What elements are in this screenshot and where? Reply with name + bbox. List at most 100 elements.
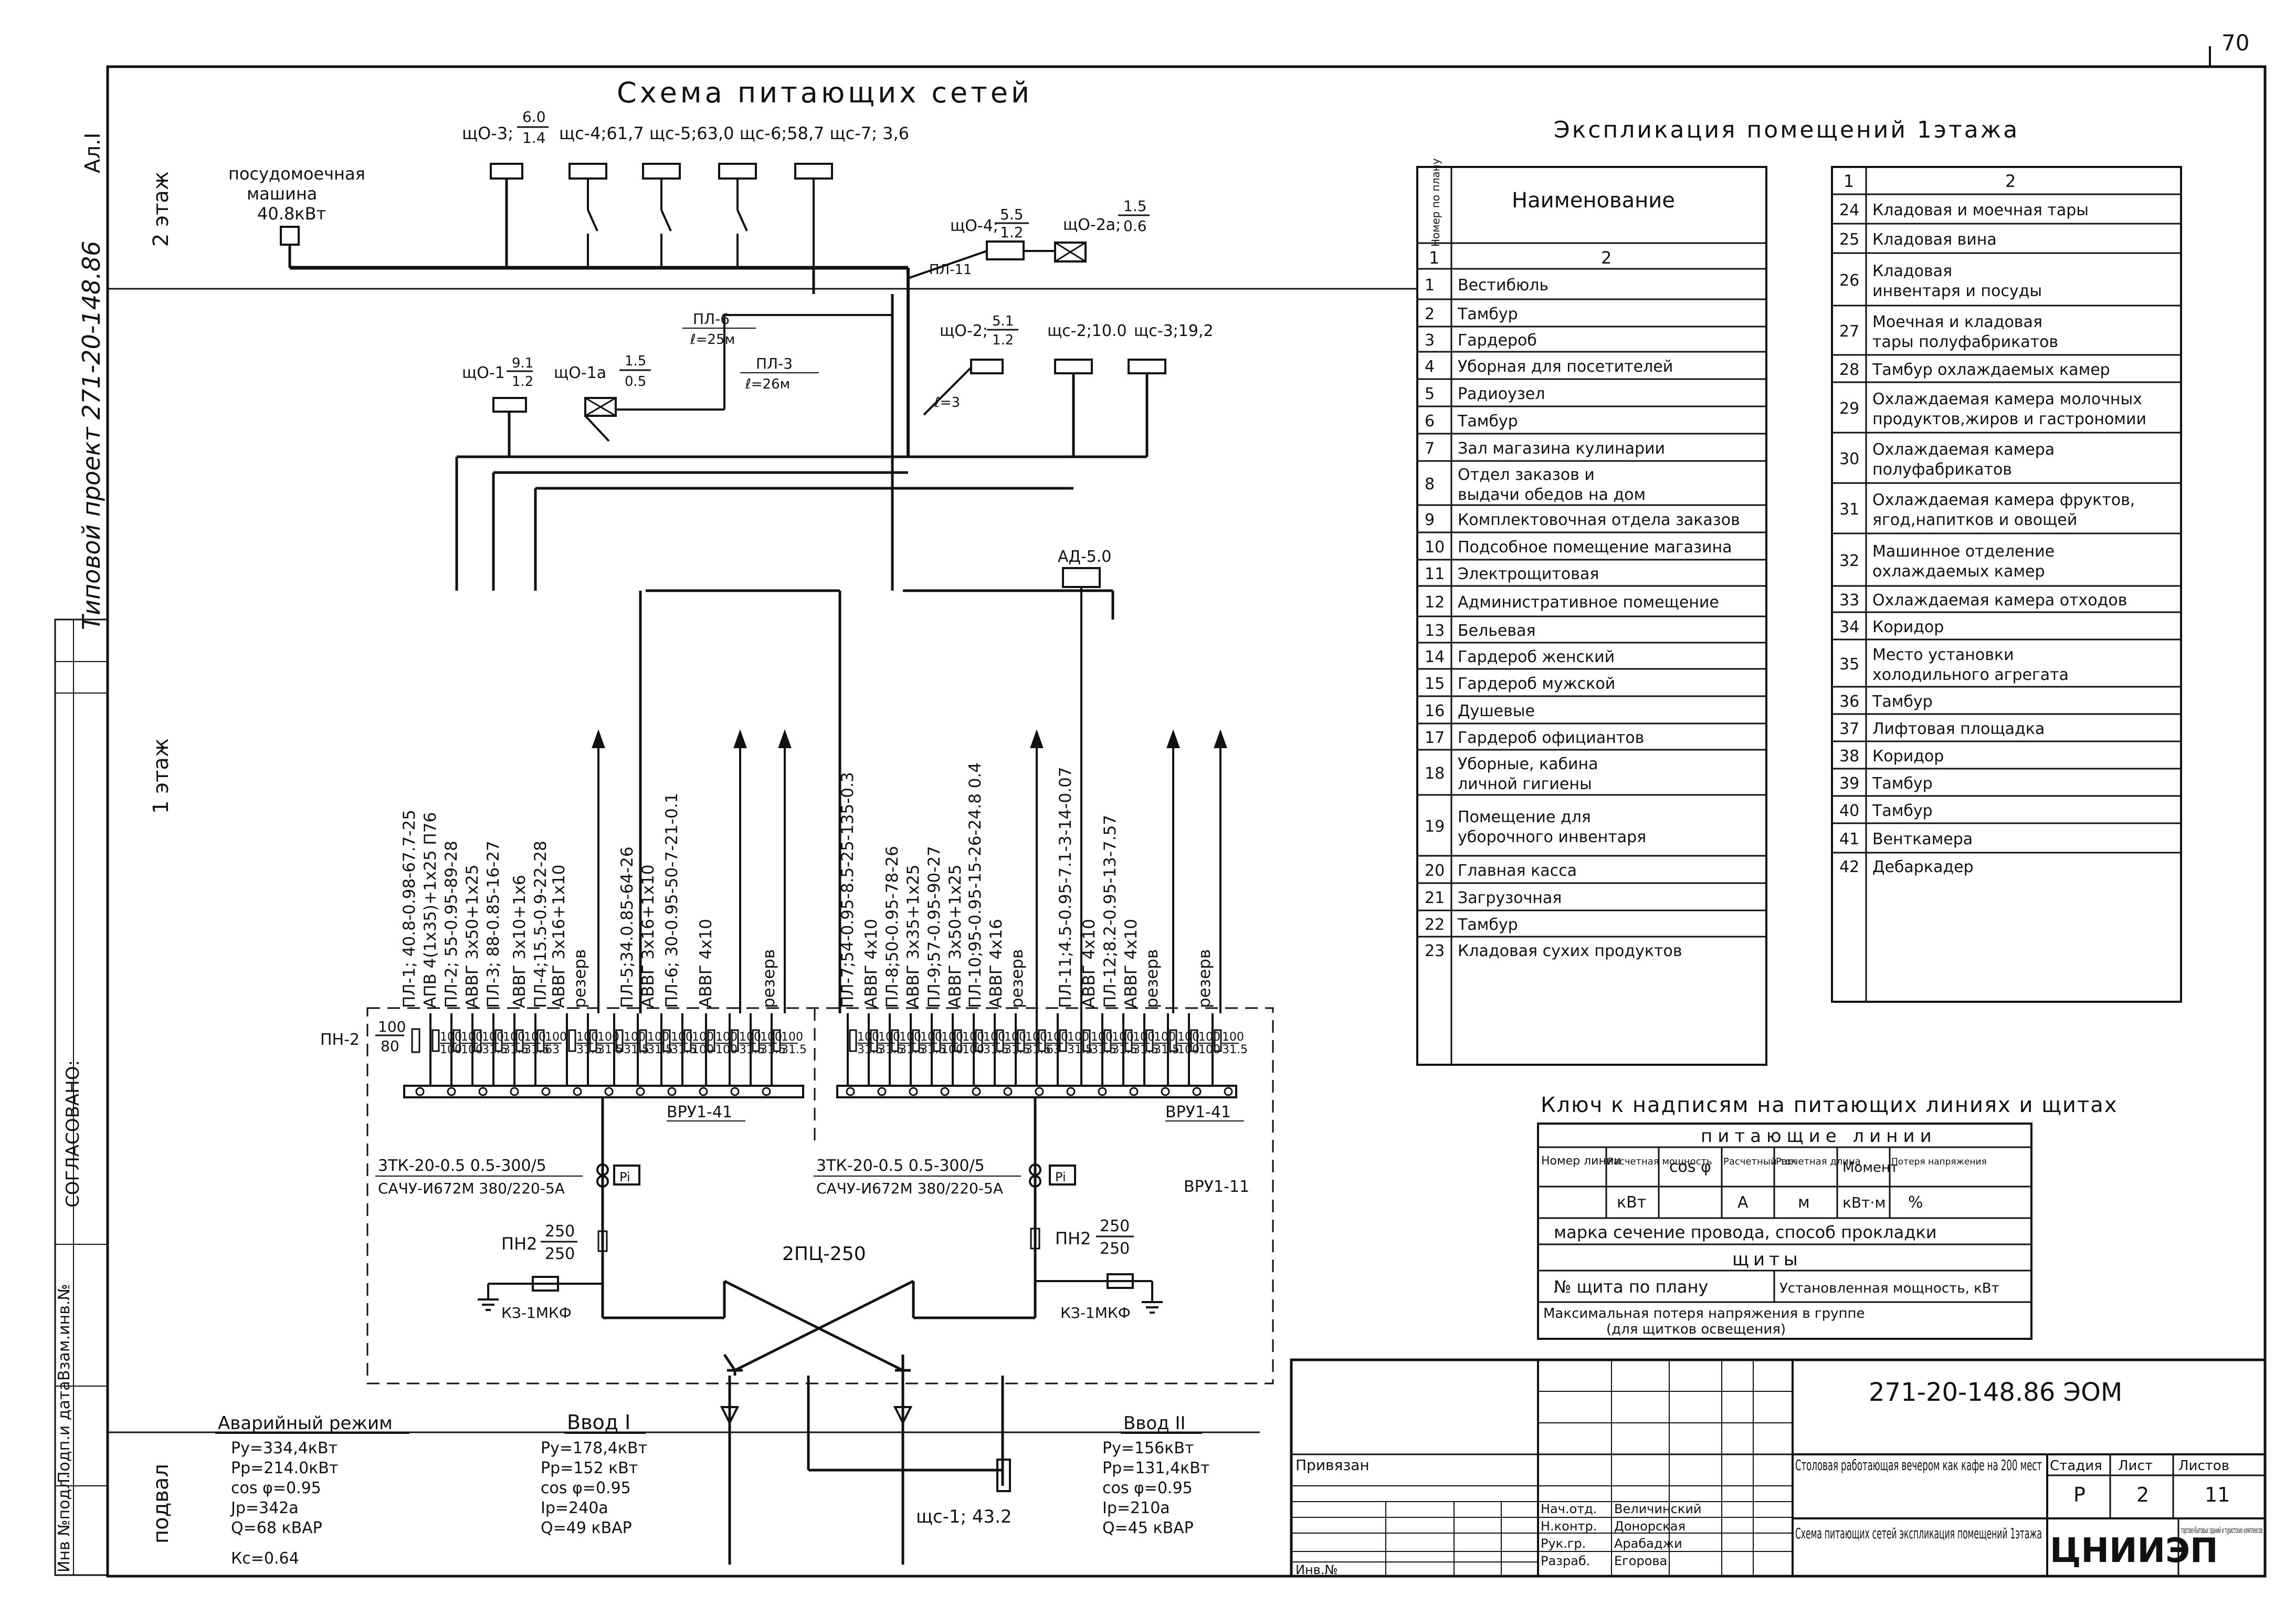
room-name-cont: продуктов,жиров и гастрономии [1872,410,2146,428]
room-number: 15 [1425,675,1445,693]
panel-enclosure [366,1007,1274,1385]
room-number: 38 [1839,747,1859,765]
ct-right-2: САЧУ-И672М 380/220-5А [816,1180,1003,1197]
room-number: 31 [1839,500,1859,519]
svg-text:(для щитков освещения): (для щитков освещения) [1606,1322,1786,1337]
room-number: 28 [1839,361,1859,379]
room-number: 20 [1425,862,1445,880]
fuse-bottom-label: 31.5 [1091,1043,1117,1056]
role-title: Рук.гр. [1541,1536,1586,1551]
sho2a-label: щО-2а; [1063,216,1121,234]
room-name: Загрузочная [1458,889,1562,907]
role-title: Н.контр. [1541,1519,1597,1534]
meter-left [613,1165,640,1186]
svg-text:Pр=214.0кВт: Pр=214.0кВт [231,1459,338,1477]
room-name-cont: охлаждаемых камер [1872,562,2045,581]
svg-text:посудомоечная: посудомоечная [228,164,365,184]
room-number: 1 [1425,276,1435,295]
room-number: 23 [1425,942,1445,960]
room-number: 21 [1425,889,1445,907]
room-number: 25 [1839,230,1859,249]
svg-text:ПЛ-6; 30-0.95-50-7-21-0.1: ПЛ-6; 30-0.95-50-7-21-0.1 [662,793,681,1008]
svg-text:cos φ=0.95: cos φ=0.95 [1102,1479,1193,1497]
ct-right-1: 3ТК-20-0.5 0.5-300/5 [816,1157,985,1175]
pl3-label: ПЛ-3 [756,355,793,372]
page-number: 70 [2221,30,2249,56]
svg-text:ПЛ-1; 40.8-0.98-67.7-25: ПЛ-1; 40.8-0.98-67.7-25 [400,810,419,1008]
fuse-bottom-label: 31.5 [503,1043,529,1056]
svg-text:100: 100 [378,1018,406,1035]
room-number: 11 [1425,565,1445,583]
vru-left-label: ВРУ1-41 [667,1103,732,1121]
svg-text:1.5: 1.5 [1123,197,1147,215]
svg-text:ПЛ-12;8.2-0.95-13-7.57: ПЛ-12;8.2-0.95-13-7.57 [1101,815,1120,1008]
bus-terminal [636,1087,645,1096]
bus-terminal [1003,1087,1013,1096]
room-number: 42 [1839,858,1859,876]
room-number: 9 [1425,511,1435,529]
room-name: Венткамера [1872,830,1973,848]
sc-list-label: щс-4;61,7 щс-5;63,0 щс-6;58,7 щс-7; 3,6 [559,123,909,143]
room-number: 22 [1425,916,1445,934]
room-name: Главная касса [1458,862,1577,880]
room-name-cont: уборочного инвентаря [1458,828,1646,846]
fuse-top-label: 100 [1222,1031,1244,1044]
fuse-top-label: 100 [715,1031,738,1044]
fuse-top-label: 100 [1154,1031,1176,1044]
room-name: Лифтовая площадка [1872,720,2045,738]
fuse-bottom-label: 31.5 [482,1043,508,1056]
room-name-cont: тары полуфабрикатов [1872,333,2058,351]
svg-text:1.2: 1.2 [992,332,1014,348]
room-name: Бельевая [1458,622,1535,640]
bus-terminal [604,1087,614,1096]
board-sho2 [970,359,1004,374]
svg-text:Потеря напряжения: Потеря напряжения [1891,1157,1987,1167]
fuse-bottom-label: 31.5 [576,1043,602,1056]
room-name: Гардероб [1458,331,1537,350]
dishwasher-label: посудомоечная машина 40.8кВт [228,164,365,268]
bus-right [836,1085,1237,1098]
floor-basement: подвал [149,1464,173,1544]
left-stamp: Инв №подл. Подп.и дата Взам.инв.№ [54,618,109,1576]
room-number: 10 [1425,538,1445,557]
room-name: Гардероб официантов [1458,729,1644,747]
svg-text:ПЛ-2; 55-0.95-89-28: ПЛ-2; 55-0.95-89-28 [442,841,461,1008]
svg-text:АВВГ 4х10: АВВГ 4х10 [1080,919,1099,1008]
fuse-top-label: 100 [781,1031,803,1044]
room-name: Тамбур [1872,774,1933,793]
bus-terminal [415,1087,425,1096]
svg-text:марка сечение провода, способ: марка сечение провода, способ прокладки [1554,1222,1937,1242]
bus-terminal [573,1087,582,1096]
svg-text:АВВГ 3х16+1х10: АВВГ 3х16+1х10 [639,864,658,1008]
room-number: 14 [1425,648,1445,666]
bus-terminal [730,1087,740,1096]
stage-header: Стадия [2050,1458,2102,1474]
svg-text:ПЛ-8;50-0.95-78-26: ПЛ-8;50-0.95-78-26 [883,846,902,1008]
fuse-bottom-label: 31.5 [781,1043,807,1056]
svg-text:щиты: щиты [1732,1249,1802,1270]
room-number: 36 [1839,693,1859,711]
room-name: Душевые [1458,702,1535,720]
fuse-bottom-label: 31.5 [857,1043,883,1056]
bus-terminal [1161,1087,1170,1096]
room-number: 7 [1425,439,1435,458]
pn2-frac-left-label: ПН2 [501,1234,537,1254]
